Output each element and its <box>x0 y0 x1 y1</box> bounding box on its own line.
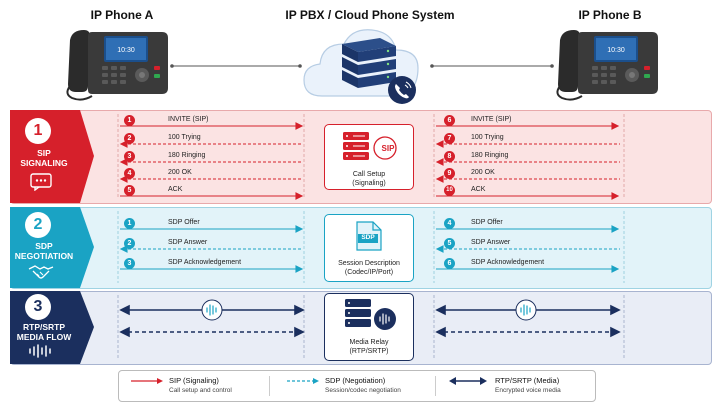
legend-sip-sub: Call setup and control <box>169 387 232 394</box>
sip-step-8-marker: 8 <box>444 151 455 162</box>
sdp-phase-title-1: SDP <box>35 241 53 251</box>
rtp-phase-title-1: RTP/SRTP <box>22 322 66 332</box>
sip-arrows <box>117 114 625 200</box>
sip-step-9-marker: 9 <box>444 168 455 179</box>
rtp-card-line2: (RTP/SRTP) <box>349 348 389 355</box>
sip-step-4-label: 200 OK <box>168 169 192 176</box>
sdp-badge: SDP <box>361 234 375 241</box>
sip-step-10-label: ACK <box>471 186 486 193</box>
document-icon <box>356 221 382 251</box>
rtp-phase-number: 3 <box>25 294 51 320</box>
cloud-pbx-icon <box>300 24 432 110</box>
sip-step-10-marker: 10 <box>444 185 455 196</box>
sdp-session-card: SDP Session Description (Codec/IP/Port) <box>324 214 414 282</box>
sdp-step-4-label: SDP Offer <box>471 219 503 226</box>
phone-b-title: IP Phone B <box>578 8 642 22</box>
sip-phase-title-2: SIGNALING <box>20 158 68 168</box>
sdp-card-line2: (Codec/IP/Port) <box>344 269 394 276</box>
sdp-step-6-label: SDP Acknowledgement <box>471 259 545 266</box>
sdp-step-1-label: SDP Offer <box>168 219 200 226</box>
sdp-card-line1: Session Description <box>338 260 400 267</box>
media-server-icon <box>345 299 396 330</box>
sip-step-8-label: 180 Ringing <box>471 152 509 159</box>
legend-sdp-title: SDP (Negotiation) <box>325 376 386 385</box>
sip-card-line2: (Signaling) <box>352 180 386 187</box>
rtp-media-relay-card: Media Relay (RTP/SRTP) <box>324 293 414 361</box>
phone-b-screen-time: 10:30 <box>607 47 625 54</box>
sdp-phase-title-2: NEGOTIATION <box>14 251 74 261</box>
sip-badge: SIP <box>381 144 395 153</box>
sdp-step-1-marker: 1 <box>124 218 135 229</box>
pbx-title: IP PBX / Cloud Phone System <box>285 8 455 22</box>
sdp-step-4-marker: 4 <box>444 218 455 229</box>
chat-icon <box>30 173 52 191</box>
sdp-step-2-marker: 2 <box>124 238 135 249</box>
sip-step-2-label: 100 Trying <box>168 134 201 141</box>
sdp-step-5-marker: 5 <box>444 238 455 249</box>
sip-step-1-marker: 1 <box>124 115 135 126</box>
ip-phone-a: 10:30 <box>62 26 172 104</box>
sip-step-7-label: 100 Trying <box>471 134 504 141</box>
sdp-step-2-label: SDP Answer <box>168 239 208 246</box>
sip-step-2-marker: 2 <box>124 133 135 144</box>
legend-sdp-sub: Session/codec negotiation <box>325 387 401 394</box>
sip-step-5-label: ACK <box>168 186 183 193</box>
sip-step-6-marker: 6 <box>444 115 455 126</box>
handshake-icon <box>28 265 54 279</box>
sdp-step-3-label: SDP Acknowledgement <box>168 259 242 266</box>
phone-a-title: IP Phone A <box>90 8 154 22</box>
sdp-phase-number: 2 <box>25 212 51 238</box>
sip-card-line1: Call Setup <box>352 171 386 178</box>
sip-step-1-label: INVITE (SIP) <box>168 116 209 123</box>
sdp-step-5-label: SDP Answer <box>471 239 511 246</box>
sip-step-4-marker: 4 <box>124 168 135 179</box>
sdp-step-3-marker: 3 <box>124 258 135 269</box>
legend-sip-swatch <box>131 378 163 384</box>
sip-server-icon <box>343 132 397 160</box>
legend-sdp-swatch <box>287 378 319 384</box>
legend-sip-title: SIP (Signaling) <box>169 376 219 385</box>
rtp-phase-title-2: MEDIA FLOW <box>16 332 72 342</box>
legend-rtp-title: RTP/SRTP (Media) <box>495 376 560 385</box>
phone-cloud-links <box>170 64 554 68</box>
sip-step-3-marker: 3 <box>124 151 135 162</box>
sip-call-setup-card: SIP Call Setup (Signaling) <box>324 124 414 190</box>
sdp-arrows <box>117 211 625 283</box>
legend: SIP (Signaling) Call setup and control S… <box>118 370 596 402</box>
sip-step-7-marker: 7 <box>444 133 455 144</box>
legend-rtp-sub: Encrypted voice media <box>495 387 561 394</box>
sip-step-6-label: INVITE (SIP) <box>471 116 512 123</box>
sip-step-5-marker: 5 <box>124 185 135 196</box>
rtp-arrows <box>117 295 625 359</box>
ip-phone-b: 10:30 <box>552 26 662 104</box>
rtp-card-line1: Media Relay <box>349 339 389 346</box>
audio-wave-icon <box>29 344 51 358</box>
legend-rtp-swatch <box>449 377 487 385</box>
legend-divider-2 <box>435 376 436 396</box>
legend-divider-1 <box>269 376 270 396</box>
sdp-step-6-marker: 6 <box>444 258 455 269</box>
sip-step-9-label: 200 OK <box>471 169 495 176</box>
sip-phase-title-1: SIP <box>37 148 51 158</box>
sip-step-3-label: 180 Ringing <box>168 152 206 159</box>
phone-a-screen-time: 10:30 <box>117 47 135 54</box>
sip-phase-number: 1 <box>25 118 51 144</box>
